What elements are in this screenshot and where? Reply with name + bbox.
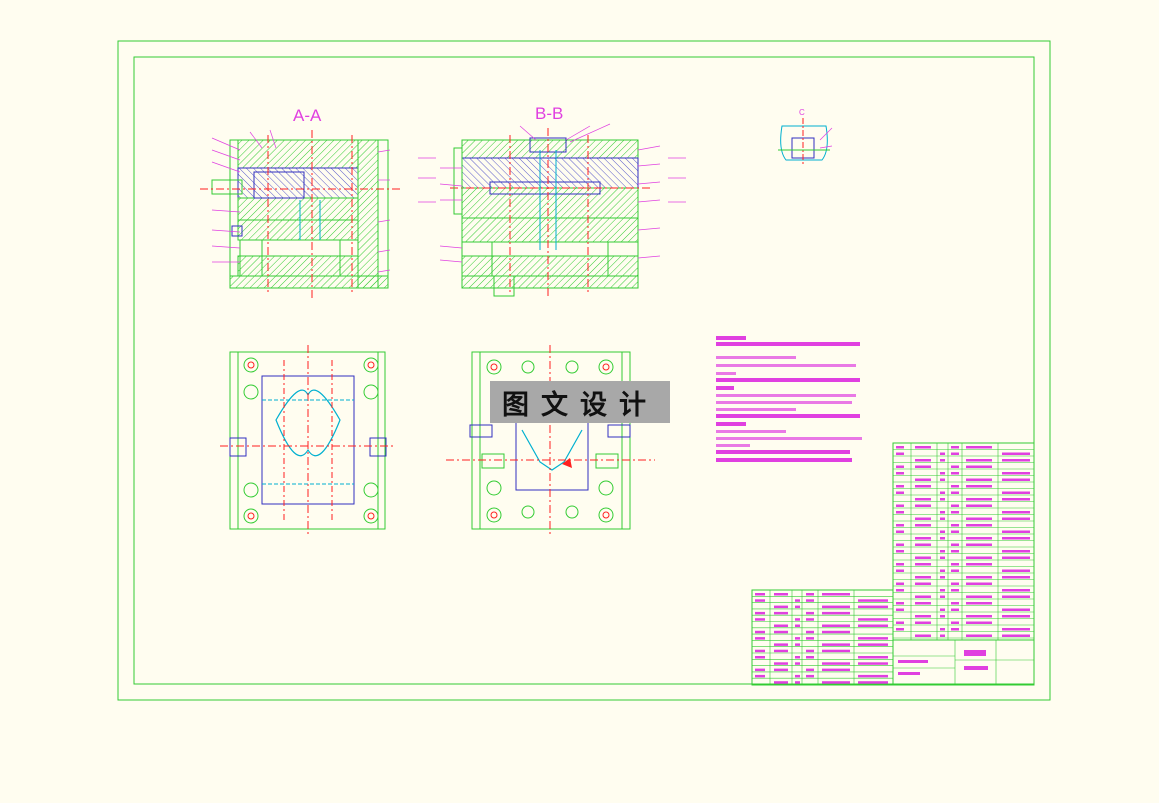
detail-c-label: C [799, 108, 805, 117]
section-b-view [450, 128, 650, 298]
inner-frame [133, 56, 1035, 685]
section-a-leaders [211, 129, 391, 273]
technical-notes [716, 336, 862, 462]
section-a-label: A-A [293, 106, 322, 125]
watermark-banner: 图文设计 [490, 381, 670, 423]
title-block [892, 639, 1035, 686]
plan-view-a [220, 345, 395, 536]
parts-list-upper [892, 442, 1035, 641]
outer-frame [117, 40, 1051, 701]
plan-view-b [446, 345, 655, 536]
section-b-leaders [418, 123, 686, 263]
section-a-view [200, 130, 400, 300]
detail-c-view [778, 118, 833, 164]
section-b-label: B-B [535, 104, 564, 123]
parts-list-lower [751, 589, 894, 686]
